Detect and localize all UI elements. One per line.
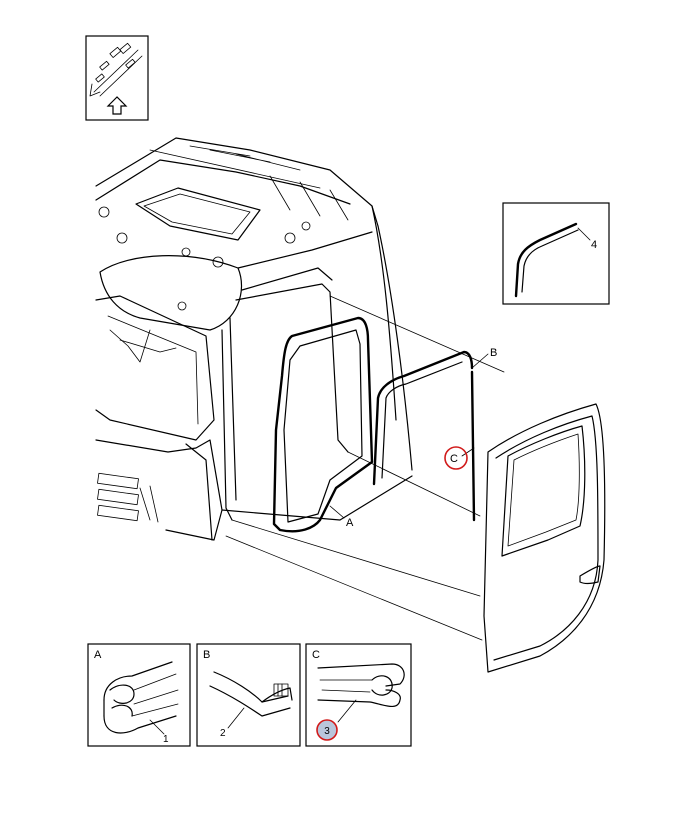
part-number-1: 1 [163,734,169,745]
view-orientation-icon[interactable] [85,35,149,121]
callout-part-4: 4 [591,239,597,251]
detail-box-c[interactable]: C 3 [305,643,412,747]
projection-lines [225,295,505,641]
seal-c-vertical-strip: C [444,370,476,522]
part-number-2: 2 [220,728,226,739]
callout-c: C [450,453,458,465]
highlight-ring[interactable] [444,446,468,470]
seal-b-window: B [372,347,497,486]
cab-body [95,137,413,541]
detail-a-letter: A [94,649,102,661]
detail-box-a[interactable]: A 1 [87,643,191,747]
detail-b-letter: B [203,649,210,661]
callout-a: A [346,517,354,529]
selected-part-badge[interactable] [316,719,338,741]
callout-b: B [490,347,497,359]
detail-c-letter: C [312,649,320,661]
detail-box-part-4[interactable]: 4 [502,202,610,305]
up-arrow-icon [106,96,128,115]
seal-a-door-frame: A [272,316,374,533]
part-number-3: 3 [324,726,330,737]
door-panel [483,403,606,673]
detail-box-b[interactable]: B 2 [196,643,301,747]
